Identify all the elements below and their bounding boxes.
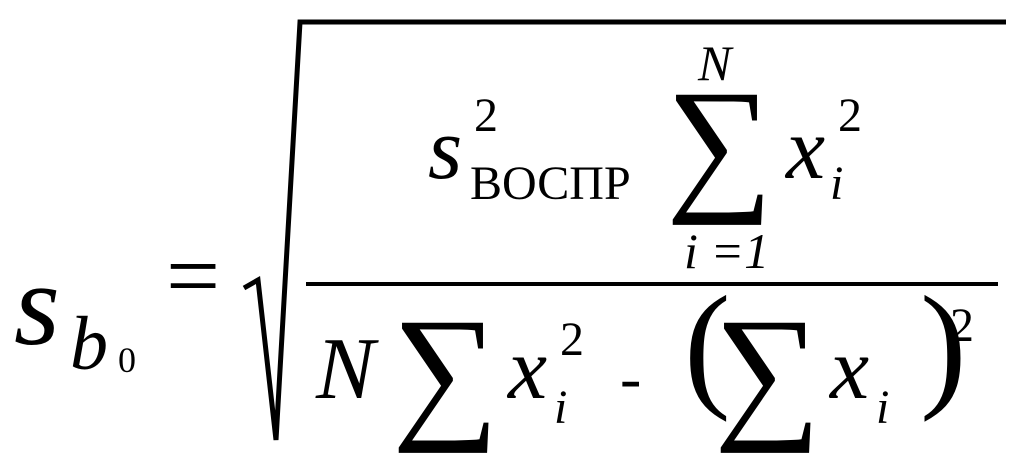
denominator-term-subscript-2: i: [876, 381, 890, 434]
radical-sign: [242, 19, 1006, 441]
denominator-term-subscript-1: i: [554, 381, 568, 434]
denominator-outer-power: 2: [950, 299, 974, 352]
variance-subscript: ВОСПР: [470, 157, 631, 210]
denominator-term-power: 2: [560, 313, 584, 366]
denominator-sum-symbol-2: ∑: [714, 288, 821, 454]
variance-symbol: s: [428, 101, 463, 198]
variance-power: 2: [474, 89, 498, 142]
right-parenthesis: ): [920, 268, 967, 423]
denominator-term-symbol-2: x: [830, 321, 870, 418]
numerator-term-power: 2: [838, 89, 862, 142]
minus-sign: -: [620, 342, 642, 413]
lhs-symbol: s: [14, 239, 60, 370]
denominator-sum-symbol-1: ∑: [392, 288, 499, 454]
sum-upper-limit: N: [698, 35, 732, 91]
numerator-term-subscript: i: [830, 157, 844, 210]
denominator-factor: N: [316, 321, 375, 418]
lhs-subscript: b: [70, 302, 108, 386]
left-parenthesis: (: [684, 268, 731, 423]
sum-lower-limit: i =1: [684, 223, 770, 279]
denominator-term-symbol-1: x: [508, 321, 548, 418]
numerator-sum-symbol: ∑: [666, 60, 773, 226]
lhs-sub-subscript: 0: [118, 340, 136, 380]
equals-sign: =: [166, 222, 221, 329]
numerator-term-symbol: x: [786, 101, 826, 198]
